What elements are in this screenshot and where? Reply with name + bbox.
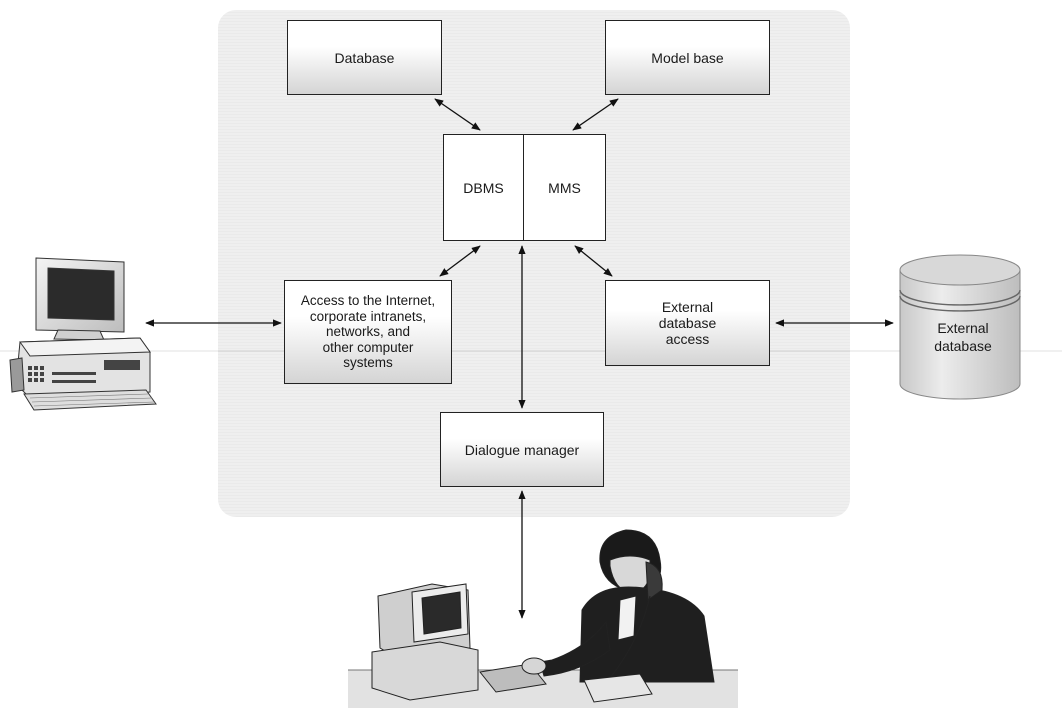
database-box: Database xyxy=(287,20,442,95)
model-base-box: Model base xyxy=(605,20,770,95)
external-access-line-3: access xyxy=(665,331,710,347)
external-access-line-2: database xyxy=(658,315,717,331)
internet-access-line-2: corporate intranets, xyxy=(309,308,427,324)
arrow-dbms-internet xyxy=(439,245,481,277)
internet-access-box: Access to the Internet, corporate intran… xyxy=(284,280,452,384)
mms-box: MMS xyxy=(523,134,606,241)
arrow-database-dbms xyxy=(434,98,481,131)
scan-line xyxy=(0,350,1062,352)
external-database-access-box: External database access xyxy=(605,280,770,366)
user-workstation-icon xyxy=(348,529,738,708)
external-database-icon xyxy=(899,254,1021,400)
connectors xyxy=(145,98,894,619)
external-access-line-1: External xyxy=(661,299,714,315)
desktop-computer-icon xyxy=(9,257,157,411)
internet-access-line-4: other computer xyxy=(322,339,414,355)
internet-access-line-1: Access to the Internet, xyxy=(300,293,436,309)
database-label: Database xyxy=(334,49,395,66)
external-database-label-2: database xyxy=(934,338,992,354)
internet-access-line-5: systems xyxy=(343,355,393,371)
dbms-label: DBMS xyxy=(463,179,504,196)
mms-label: MMS xyxy=(548,179,581,196)
dialogue-manager-box: Dialogue manager xyxy=(440,412,604,487)
model-base-label: Model base xyxy=(651,49,724,66)
arrow-modelbase-mms xyxy=(572,98,619,131)
dialogue-manager-label: Dialogue manager xyxy=(464,441,580,458)
internet-access-line-3: networks, and xyxy=(325,324,411,340)
arrow-mms-external xyxy=(574,245,613,277)
external-database-label-1: External xyxy=(937,320,988,336)
